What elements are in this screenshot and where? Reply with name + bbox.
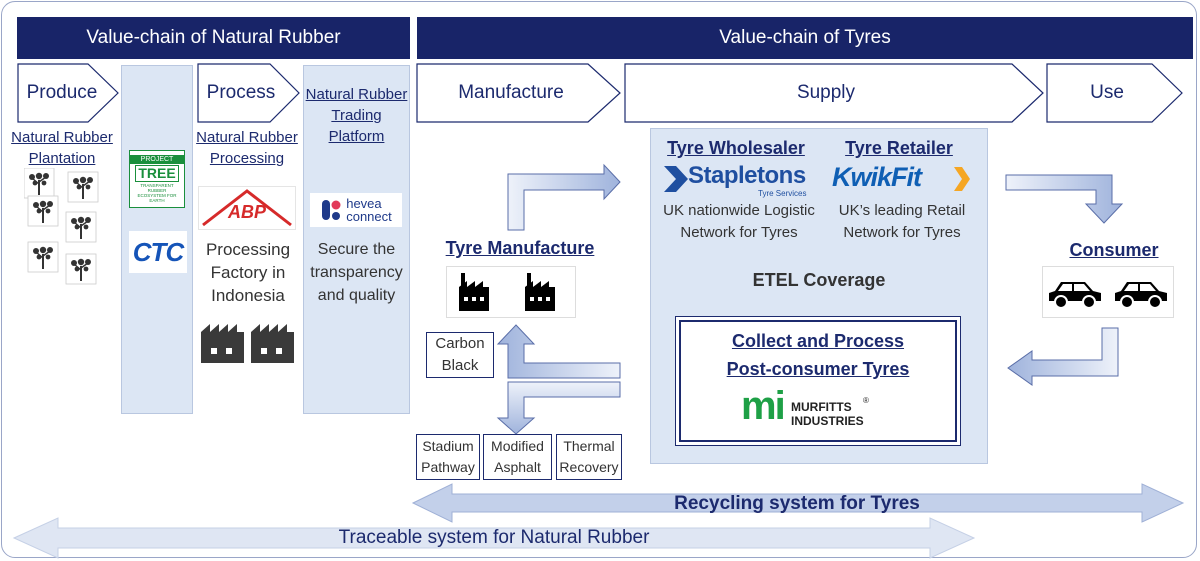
flow-arrow-icon	[1007, 327, 1119, 386]
plantation-title: Natural Rubber Plantation	[11, 129, 113, 167]
abp-logo: ABP	[198, 186, 296, 230]
kwikfit-chevron-icon	[954, 167, 970, 191]
output-stadium-pathway: Stadium Pathway	[416, 434, 480, 480]
stapletons-logo: Stapletons Tyre Services	[662, 162, 812, 198]
output-modified-asphalt: Modified Asphalt	[483, 434, 552, 480]
ctc-logo: CTC	[129, 231, 187, 273]
header-tyres: Value-chain of Tyres	[417, 17, 1193, 59]
tree-icons	[24, 168, 99, 285]
hevea-mark-icon	[322, 200, 341, 220]
tyre-factory-icons	[459, 273, 555, 311]
panel-trading	[303, 65, 410, 414]
recycling-system-label: Recycling system for Tyres	[674, 493, 920, 514]
collect-process-box: Collect and Process Post-consumer Tyres …	[679, 320, 957, 442]
stage-supply: Supply	[796, 82, 856, 103]
recycling-double-arrow	[411, 483, 1185, 523]
chevron-supply	[624, 63, 1044, 123]
trading-title: Natural Rubber Trading Platform	[305, 86, 408, 145]
consumer-cars-box	[1042, 266, 1174, 318]
car-icons	[1049, 281, 1168, 309]
flow-arrow-icon	[496, 381, 621, 435]
flow-arrow-icon	[1005, 174, 1124, 224]
stage-use: Use	[1090, 82, 1124, 103]
traceable-double-arrow	[12, 517, 976, 559]
processing-title: Natural Rubber Processing	[196, 129, 298, 167]
factory-icon	[201, 324, 244, 363]
tyre-manufacture-title: Tyre Manufacture	[445, 238, 595, 258]
chevron-manufacture	[416, 63, 621, 123]
stage-chevrons	[17, 63, 1183, 123]
carbon-black-box: Carbon Black	[426, 332, 494, 378]
car-icon	[1049, 282, 1101, 309]
output-thermal-recovery: Thermal Recovery	[556, 434, 622, 480]
tyre-factory-box	[446, 266, 576, 318]
trading-desc: Secure the transparency and quality	[310, 241, 403, 304]
stage-process: Process	[206, 82, 276, 103]
etel-coverage-label: ETEL Coverage	[752, 270, 886, 290]
project-tree-logo: PROJECT TREE TRANSPARENT RUBBER ECOSYSTE…	[129, 150, 185, 208]
kwikfit-logo: KwikFit	[830, 162, 980, 198]
header-natural-rubber: Value-chain of Natural Rubber	[17, 17, 410, 59]
retailer-desc: UK’s leading Retail Network for Tyres	[838, 202, 966, 241]
abp-roof-icon	[202, 189, 292, 227]
stapletons-chevron-icon	[664, 166, 688, 192]
chevron-use	[1046, 63, 1183, 123]
chevron-process	[197, 63, 300, 123]
flow-arrow-icon	[496, 324, 621, 379]
hevea-connect-logo: hevea connect	[310, 193, 402, 227]
murfitts-logo: mi MURFITTS ® INDUSTRIES	[741, 384, 869, 428]
stage-manufacture: Manufacture	[458, 82, 564, 103]
factory-icon	[459, 273, 489, 311]
retailer-title: Tyre Retailer	[845, 138, 953, 158]
processing-factory-icons	[201, 324, 294, 363]
chevron-produce	[17, 63, 119, 123]
wholesaler-desc: UK nationwide Logistic Network for Tyres	[663, 202, 815, 241]
stage-produce: Produce	[26, 82, 98, 103]
traceable-system-label: Traceable system for Natural Rubber	[338, 527, 650, 548]
consumer-title: Consumer	[1069, 240, 1159, 260]
processing-desc: Processing Factory in Indonesia	[205, 240, 291, 305]
flow-arrow-icon	[507, 163, 621, 231]
wholesaler-title: Tyre Wholesaler	[667, 138, 805, 158]
